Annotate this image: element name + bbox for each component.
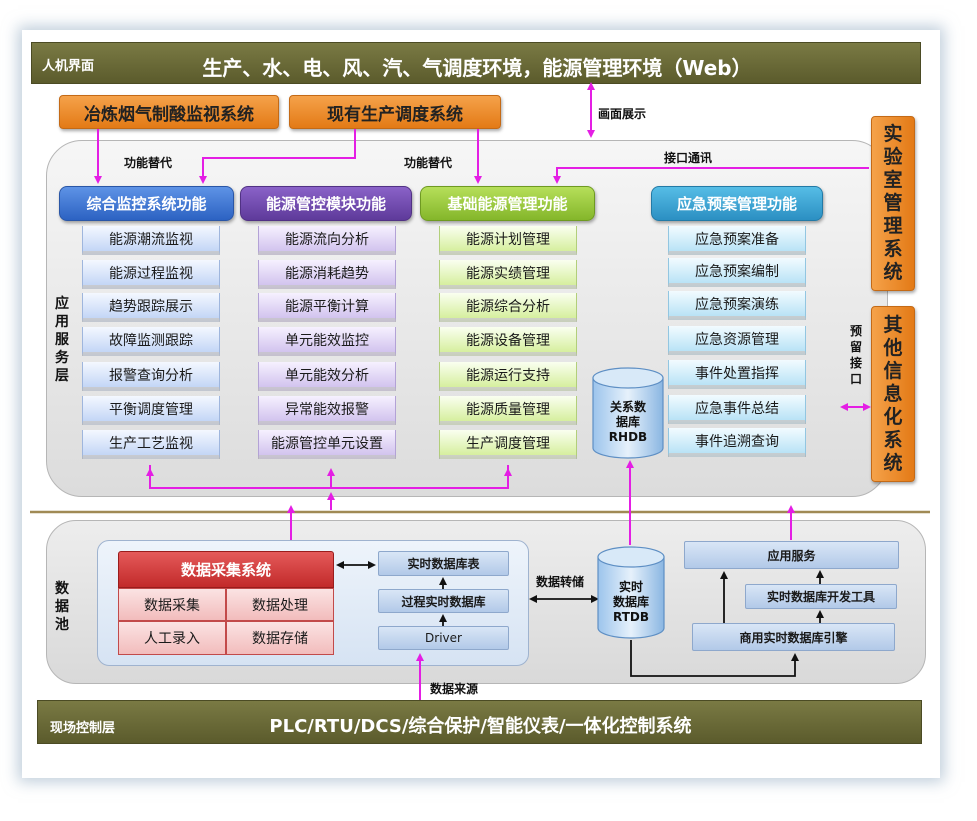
list-item: 应急预案准备 xyxy=(668,226,806,255)
data-storage-cell: 数据存储 xyxy=(226,621,334,655)
module-header-energy-control: 能源管控模块功能 xyxy=(240,186,412,221)
interface-comm-label: 接口通讯 xyxy=(664,151,713,165)
list-item: 能源潮流监视 xyxy=(82,226,220,255)
screen-display-label: 画面展示 xyxy=(598,107,647,121)
data-process-cell: 数据处理 xyxy=(226,588,334,621)
driver-box: Driver xyxy=(378,626,509,650)
commercial-rtdb-engine-box: 商用实时数据库引擎 xyxy=(692,623,895,651)
list-item: 报警查询分析 xyxy=(82,362,220,391)
other-info-system: 其他信息化系统 xyxy=(871,306,915,482)
hmi-title: 生产、水、电、风、汽、气调度环境，能源管理环境（Web） xyxy=(202,56,752,80)
manual-entry-cell: 人工录入 xyxy=(118,621,226,655)
field-control-label: 现场控制层 xyxy=(50,721,116,736)
rhdb-line2: 据库 xyxy=(615,415,640,429)
rtdb-line2: 数据库 xyxy=(612,595,649,609)
function-replace-label-1: 功能替代 xyxy=(124,156,173,170)
list-item: 能源消耗趋势 xyxy=(258,260,396,289)
production-dispatch-system: 现有生产调度系统 xyxy=(289,95,501,129)
list-item: 能源设备管理 xyxy=(439,327,577,356)
rtdb-line3: RTDB xyxy=(613,610,649,624)
list-item: 单元能效分析 xyxy=(258,362,396,391)
realtime-db-table: 实时数据库表 xyxy=(378,551,509,576)
list-item: 应急资源管理 xyxy=(668,326,806,355)
smelting-monitor-system: 冶炼烟气制酸监视系统 xyxy=(59,95,279,129)
rtdb-line1: 实时 xyxy=(618,580,643,594)
list-item: 能源实绩管理 xyxy=(439,260,577,289)
data-source-label: 数据来源 xyxy=(430,682,479,696)
list-item: 能源综合分析 xyxy=(439,293,577,322)
arrow-dispatch-to-monitor xyxy=(199,129,356,184)
list-item: 能源过程监视 xyxy=(82,260,220,289)
list-item: 异常能效报警 xyxy=(258,396,396,425)
module-header-emergency: 应急预案管理功能 xyxy=(651,186,823,221)
lab-management-system: 实验室管理系统 xyxy=(871,116,915,291)
data-pool-label: 数据池 xyxy=(55,581,69,633)
list-item: 事件处置指挥 xyxy=(668,360,806,389)
list-item: 应急事件总结 xyxy=(668,395,806,424)
process-realtime-db: 过程实时数据库 xyxy=(378,589,509,613)
field-control-bar: 现场控制层 PLC/RTU/DCS/综合保护/智能仪表/一体化控制系统 xyxy=(37,700,922,744)
rtdb-cylinder xyxy=(597,546,665,639)
list-item: 趋势跟踪展示 xyxy=(82,293,220,322)
rhdb-line3: RHDB xyxy=(608,430,648,444)
data-transfer-label: 数据转储 xyxy=(536,575,585,589)
module-header-monitor: 综合监控系统功能 xyxy=(59,186,234,221)
reserve-interface-label: 预留接口 xyxy=(849,324,862,386)
rhdb-cylinder xyxy=(592,367,664,459)
list-item: 平衡调度管理 xyxy=(82,396,220,425)
list-item: 能源管控单元设置 xyxy=(258,430,396,459)
module-bottom-connector xyxy=(149,465,509,489)
arrow-rtdb-to-engine xyxy=(630,640,799,677)
rhdb-label: 关系数 据库 RHDB xyxy=(593,400,663,445)
list-item: 故障监测跟踪 xyxy=(82,327,220,356)
data-collection-system: 数据采集系统 xyxy=(118,551,334,588)
arrow-lab-to-basic xyxy=(553,167,869,184)
rtdb-label: 实时 数据库 RTDB xyxy=(598,580,664,625)
list-item: 能源质量管理 xyxy=(439,396,577,425)
list-item: 生产调度管理 xyxy=(439,430,577,459)
app-service-box: 应用服务 xyxy=(684,541,899,569)
app-layer-label: 应用服务层 xyxy=(55,296,69,384)
field-control-title: PLC/RTU/DCS/综合保护/智能仪表/一体化控制系统 xyxy=(269,716,692,737)
list-item: 事件追溯查询 xyxy=(668,428,806,457)
list-item: 应急预案演练 xyxy=(668,291,806,320)
list-item: 能源计划管理 xyxy=(439,226,577,255)
data-collect-cell: 数据采集 xyxy=(118,588,226,621)
hmi-bar: 人机界面 生产、水、电、风、汽、气调度环境，能源管理环境（Web） xyxy=(31,42,921,84)
list-item: 能源平衡计算 xyxy=(258,293,396,322)
module-header-basic-energy: 基础能源管理功能 xyxy=(420,186,595,221)
list-item: 单元能效监控 xyxy=(258,327,396,356)
list-item: 能源流向分析 xyxy=(258,226,396,255)
hmi-label: 人机界面 xyxy=(42,59,95,74)
rtdb-dev-tool-box: 实时数据库开发工具 xyxy=(745,584,897,609)
rhdb-line1: 关系数 xyxy=(609,400,646,414)
list-item: 能源运行支持 xyxy=(439,362,577,391)
list-item: 生产工艺监视 xyxy=(82,430,220,459)
list-item: 应急预案编制 xyxy=(668,258,806,287)
function-replace-label-2: 功能替代 xyxy=(404,156,453,170)
